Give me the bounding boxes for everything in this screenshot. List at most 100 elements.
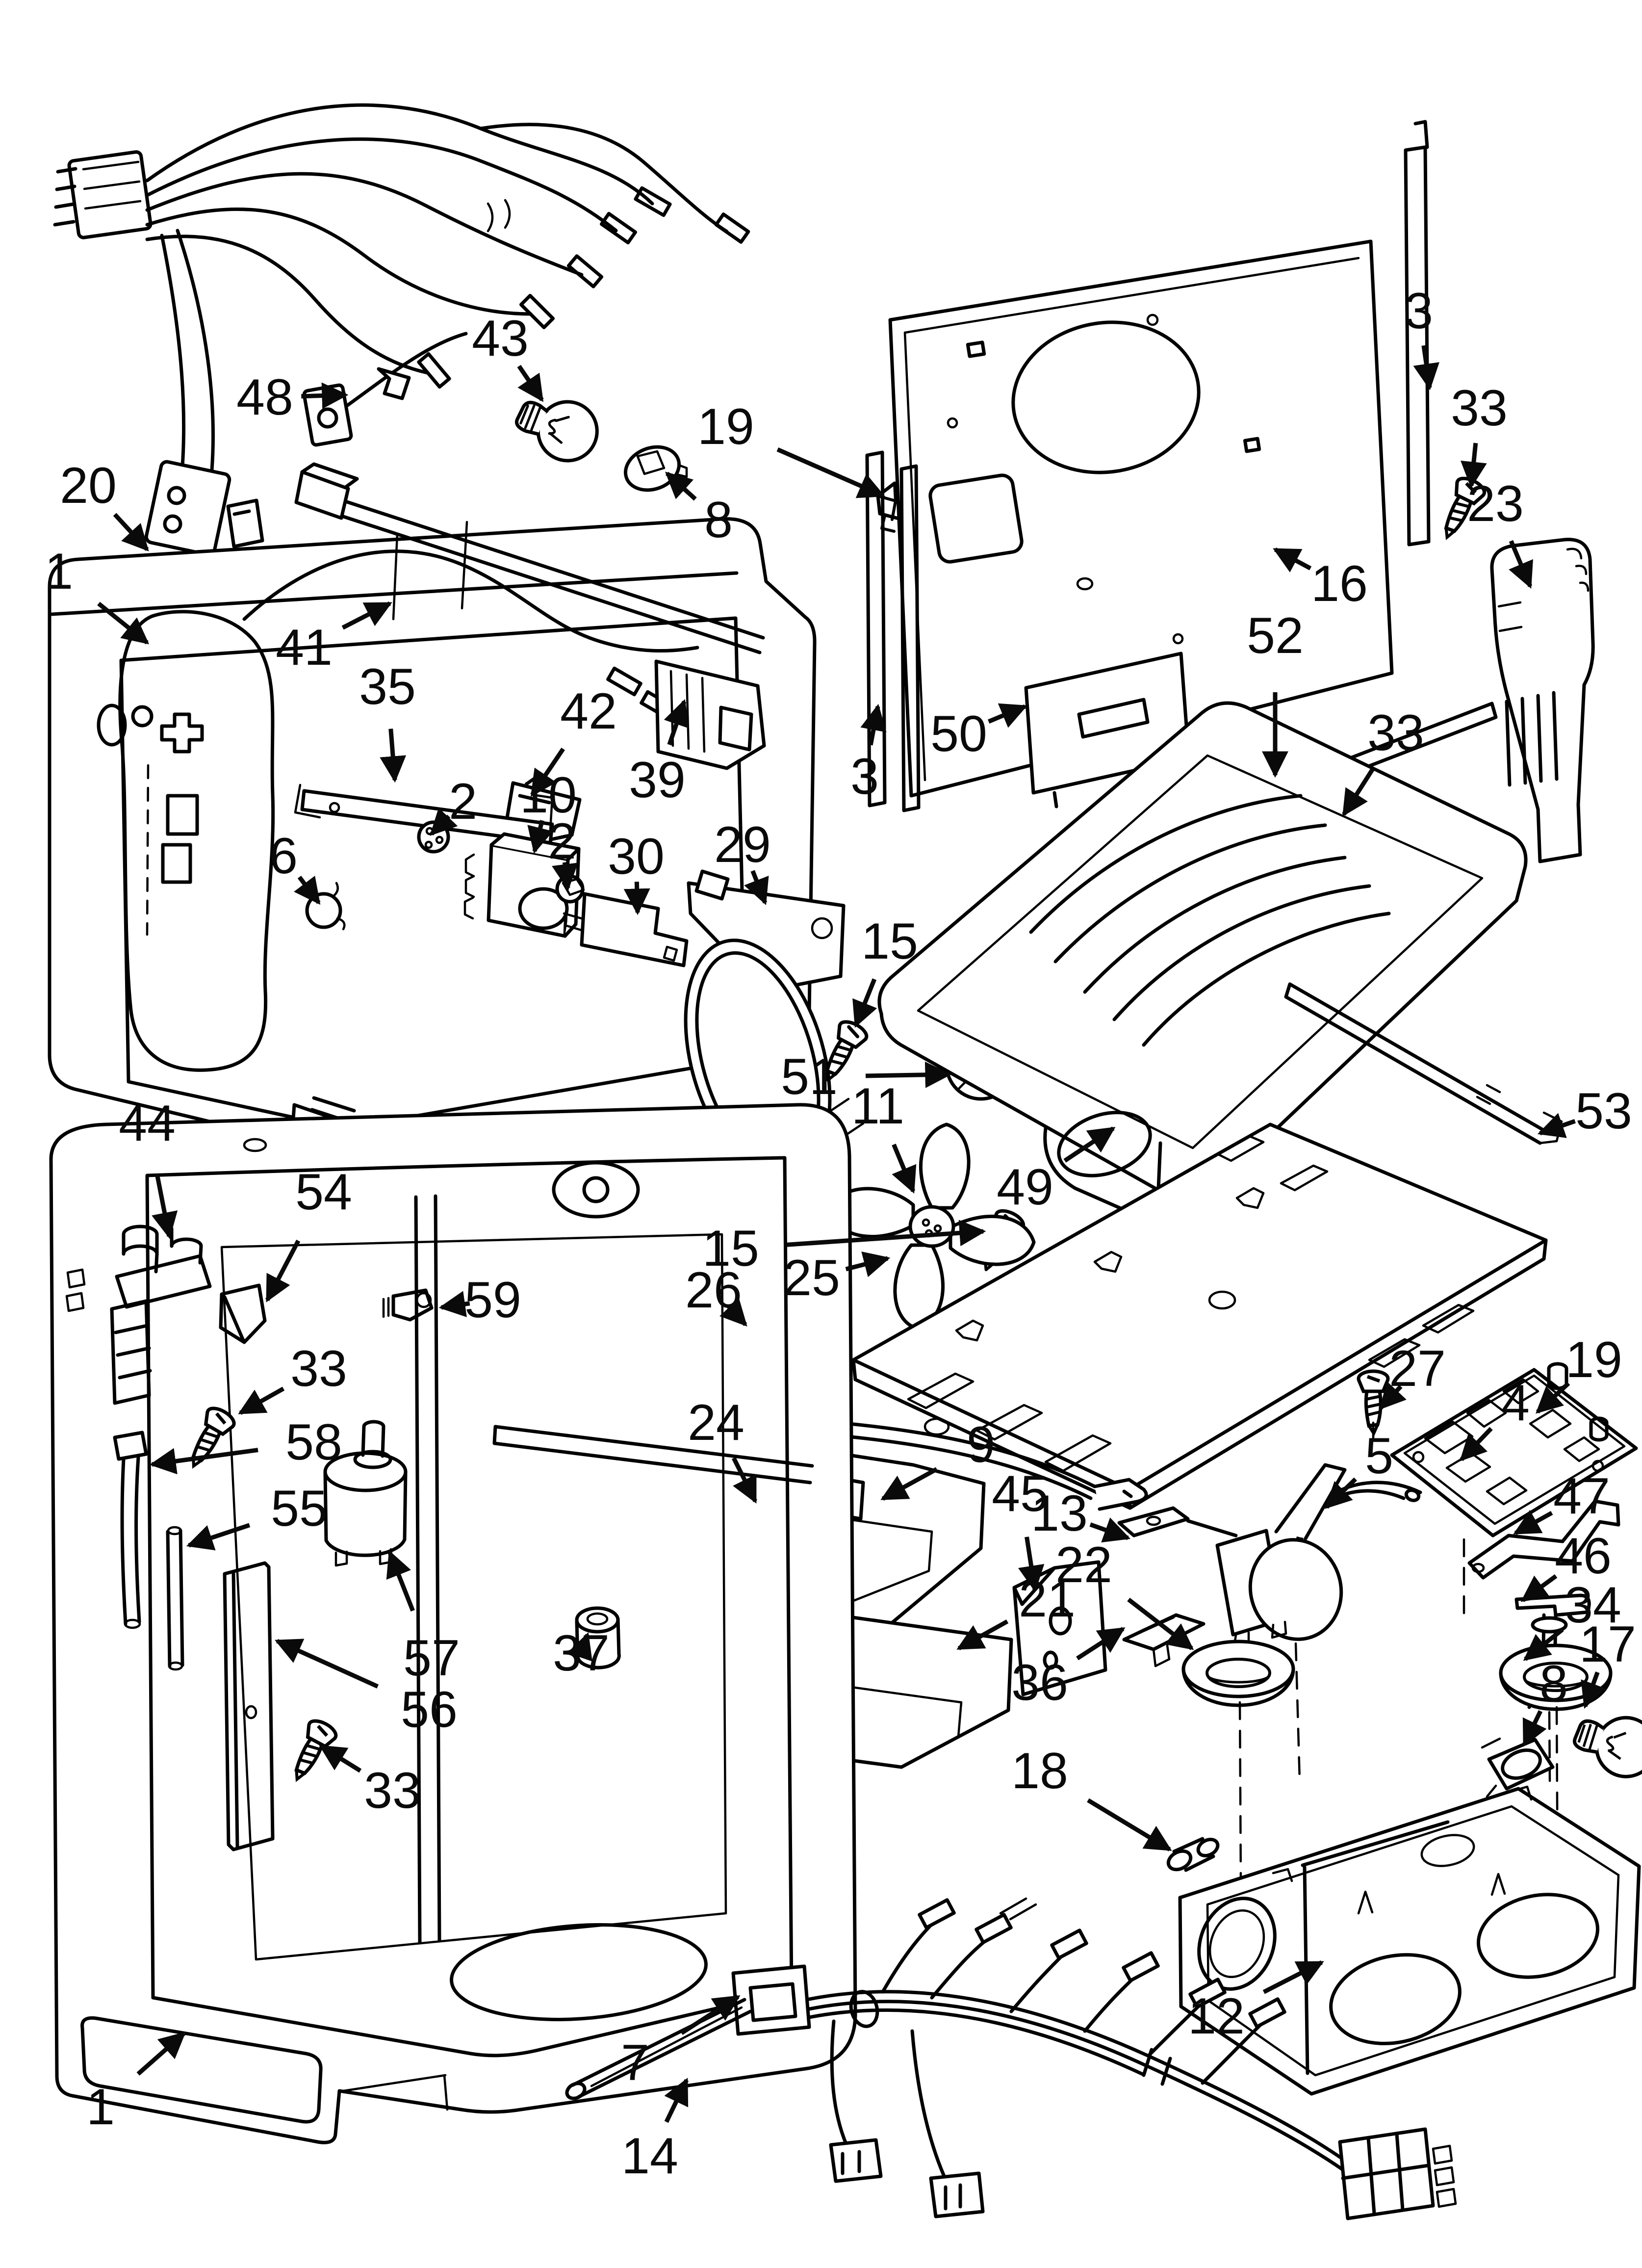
shelf-25-drawing <box>851 1122 1548 1510</box>
bulb-17-drawing <box>1569 1706 1642 1783</box>
callout-arrow <box>1063 1126 1116 1163</box>
callout-label: 48 <box>236 369 293 426</box>
callout-arrow <box>1076 1627 1126 1661</box>
callout-label: 8 <box>704 492 733 548</box>
callout-label: 1 <box>86 2079 115 2136</box>
callout-arrow <box>319 1745 362 1773</box>
callout-arrow <box>438 1291 470 1317</box>
callout-label: 33 <box>290 1340 347 1397</box>
callout-label: 21 <box>1019 1571 1076 1628</box>
callout-arrow <box>1413 345 1439 391</box>
callout-23: 23 <box>1467 475 1533 589</box>
callout-label: 56 <box>401 1681 458 1738</box>
callout-label: 15 <box>861 913 918 970</box>
callout-arrow <box>956 1619 1009 1650</box>
callout-7: 7 <box>621 1995 741 2091</box>
callout-label: 57 <box>403 1630 460 1687</box>
callout-14: 14 <box>621 2078 689 2185</box>
callout-33: 33 <box>1451 380 1508 489</box>
callout-arrow <box>623 882 650 915</box>
air-duct-23-drawing <box>1490 538 1595 863</box>
callout-22: 22 <box>1055 1537 1194 1650</box>
callout-arrow <box>301 382 349 409</box>
callout-26: 26 <box>685 1262 747 1327</box>
rail-53-drawing <box>1284 982 1563 1145</box>
callout-label: 33 <box>1367 704 1424 761</box>
callout-label: 41 <box>276 619 333 676</box>
callout-arrow <box>113 513 149 551</box>
callout-label: 35 <box>359 658 416 715</box>
callout-arrow <box>1523 1627 1564 1661</box>
callout-label: 22 <box>1055 1537 1112 1593</box>
callout-53: 53 <box>1537 1083 1632 1140</box>
callout-41: 41 <box>276 601 392 676</box>
callout-arrow <box>380 729 407 783</box>
callout-arrow <box>238 1386 285 1415</box>
callout-label: 18 <box>1011 1743 1068 1799</box>
callout-46: 46 <box>1520 1528 1612 1602</box>
callout-label: 39 <box>629 752 686 808</box>
callout-label: 43 <box>472 310 529 367</box>
callout-arrow <box>852 978 877 1028</box>
callout-51: 51 <box>781 1048 952 1105</box>
strap-47-drawing <box>1467 1499 1620 1580</box>
callout-15: 15 <box>852 913 918 1028</box>
callout-arrow <box>892 1144 917 1194</box>
callout-label: 26 <box>685 1262 742 1319</box>
callout-18: 18 <box>1011 1743 1172 1851</box>
callout-arrow <box>865 1061 952 1088</box>
callout-arrow <box>787 1220 986 1247</box>
fresh-food-liner-drawing <box>49 1103 857 2144</box>
callout-arrow <box>1537 1113 1576 1138</box>
callout-arrow <box>744 870 769 906</box>
callout-label: 3 <box>850 748 879 805</box>
callout-10: 10 <box>520 767 577 854</box>
callout-49: 49 <box>997 1126 1116 1216</box>
callout-arrow <box>386 1550 415 1612</box>
callout-label: 53 <box>1575 1083 1632 1140</box>
callout-label: 59 <box>464 1272 521 1329</box>
callout-3: 3 <box>850 704 887 805</box>
callout-arrow <box>1513 1510 1553 1535</box>
callout-11: 11 <box>851 1078 917 1194</box>
callout-27: 27 <box>1379 1340 1446 1410</box>
callout-label: 37 <box>553 1625 610 1682</box>
callout-arrow <box>265 1239 301 1303</box>
callout-arrow <box>1087 1798 1172 1851</box>
callout-label: 30 <box>608 828 665 885</box>
callout-arrow <box>275 1639 379 1689</box>
callout-43: 43 <box>472 310 544 402</box>
light-rail-drawing <box>226 367 919 845</box>
callout-label: 42 <box>560 683 617 740</box>
callout-6: 6 <box>269 828 321 905</box>
callout-label: 47 <box>1553 1468 1610 1525</box>
damper-13-drawing <box>1117 1463 1347 1782</box>
callout-label: 2 <box>548 813 576 870</box>
callout-label: 1 <box>45 543 73 600</box>
callout-20: 20 <box>60 457 149 551</box>
callout-arrow <box>1379 1382 1407 1410</box>
callout-arrow <box>517 365 544 402</box>
callout-label: 55 <box>271 1480 328 1537</box>
callout-58: 58 <box>149 1414 342 1475</box>
callout-19: 19 <box>1536 1331 1622 1414</box>
callout-33: 33 <box>1342 704 1424 817</box>
callout-3: 3 <box>1405 283 1439 391</box>
callout-9: 9 <box>880 1416 995 1501</box>
callout-arrow <box>567 1632 592 1662</box>
callout-label: 24 <box>688 1394 744 1451</box>
callout-label: 33 <box>364 1762 421 1819</box>
callout-arrow <box>527 820 553 854</box>
callout-label: 20 <box>60 457 117 514</box>
callout-arrow <box>880 1467 938 1501</box>
callout-arrow <box>136 2032 186 2076</box>
callout-arrow <box>530 747 565 797</box>
callout-arrow <box>1273 547 1312 573</box>
callout-label: 2 <box>449 773 477 830</box>
callout-42: 42 <box>530 683 617 797</box>
bowl-22-drawing <box>1183 1642 1293 1705</box>
callout-2: 2 <box>548 813 578 891</box>
callout-arrow <box>1581 1671 1606 1709</box>
callout-arrow <box>664 2078 689 2123</box>
